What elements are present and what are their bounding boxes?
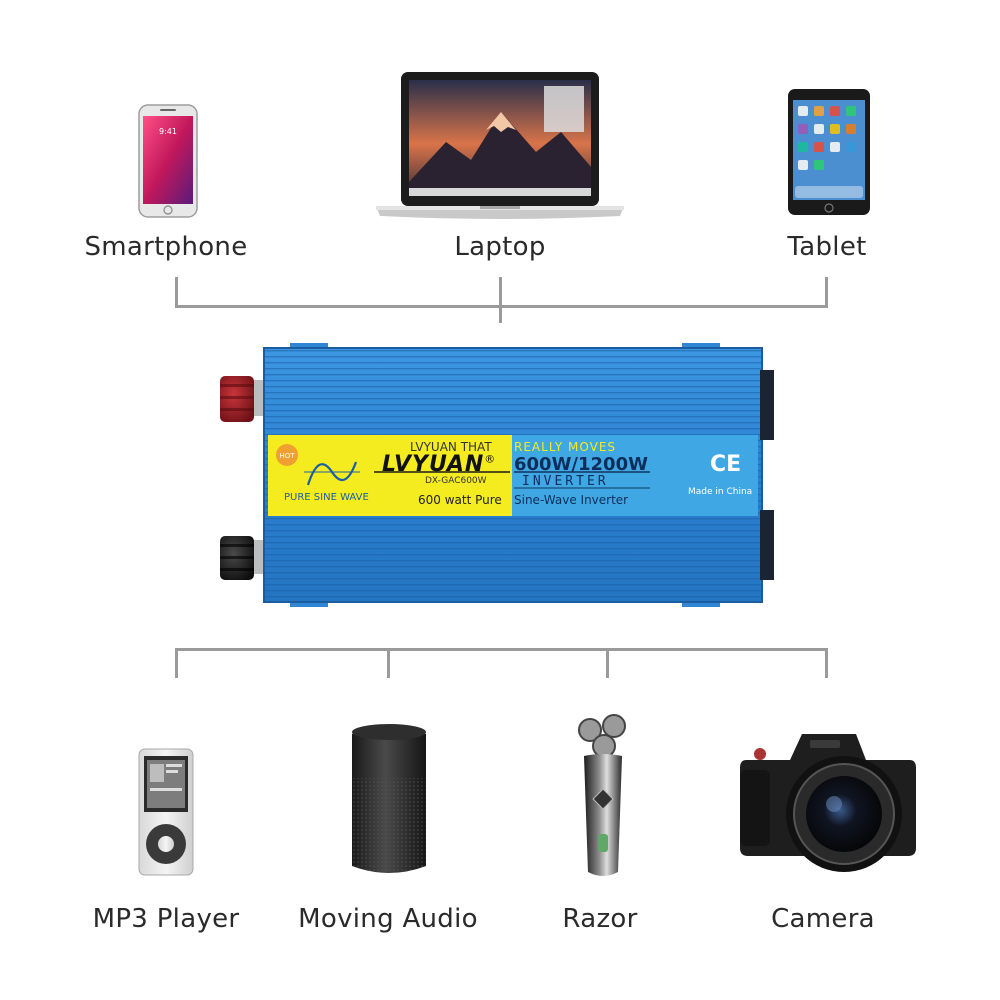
inverter-image: HOT LVYUAN THAT REALLY MOVES LVYUAN® DX-… bbox=[212, 340, 782, 610]
inverter-company-text: LVYUAN THAT bbox=[410, 440, 492, 454]
camera-image bbox=[740, 720, 916, 880]
inverter-brand-name: LVYUAN bbox=[382, 452, 485, 477]
inverter-type-text: INVERTER bbox=[522, 474, 609, 489]
inverter-wave-label: PURE SINE WAVE bbox=[284, 492, 369, 503]
tablet-image bbox=[787, 88, 871, 216]
inverter-power-text: 600W/1200W bbox=[514, 454, 648, 475]
bottom-connector-horizontal bbox=[175, 648, 828, 651]
top-connector-right bbox=[825, 277, 828, 307]
svg-text:9:41: 9:41 bbox=[159, 127, 177, 136]
bottom-connector-3 bbox=[606, 648, 609, 678]
caption-razor: Razor bbox=[562, 904, 638, 934]
caption-camera: Camera bbox=[771, 904, 875, 934]
bottom-connector-2 bbox=[387, 648, 390, 678]
razor-image bbox=[568, 712, 638, 880]
bottom-connector-1 bbox=[175, 648, 178, 678]
speaker-image bbox=[348, 716, 430, 876]
inverter-model-text: DX-GAC600W bbox=[425, 476, 487, 486]
smartphone-image: 9:41 bbox=[138, 104, 198, 218]
top-connector-center bbox=[499, 277, 502, 323]
top-connector-left bbox=[175, 277, 178, 307]
caption-smartphone: Smartphone bbox=[84, 232, 248, 262]
ce-mark: CE bbox=[710, 452, 742, 477]
inverter-slogan-text: REALLY MOVES bbox=[514, 440, 617, 454]
inverter-origin-text: Made in China bbox=[688, 487, 753, 497]
caption-tablet: Tablet bbox=[787, 232, 867, 262]
inverter-registered-mark: ® bbox=[484, 452, 497, 466]
svg-text:HOT: HOT bbox=[279, 452, 295, 460]
laptop-image bbox=[376, 72, 624, 220]
inverter-brand-text: LVYUAN® bbox=[382, 452, 496, 477]
caption-laptop: Laptop bbox=[454, 232, 546, 262]
bottom-connector-4 bbox=[825, 648, 828, 678]
caption-mp3-player: MP3 Player bbox=[92, 904, 240, 934]
inverter-description-right: Sine-Wave Inverter bbox=[514, 493, 629, 507]
caption-moving-audio: Moving Audio bbox=[298, 904, 478, 934]
mp3-player-image bbox=[138, 748, 194, 876]
inverter-description-left: 600 watt Pure bbox=[418, 493, 502, 507]
